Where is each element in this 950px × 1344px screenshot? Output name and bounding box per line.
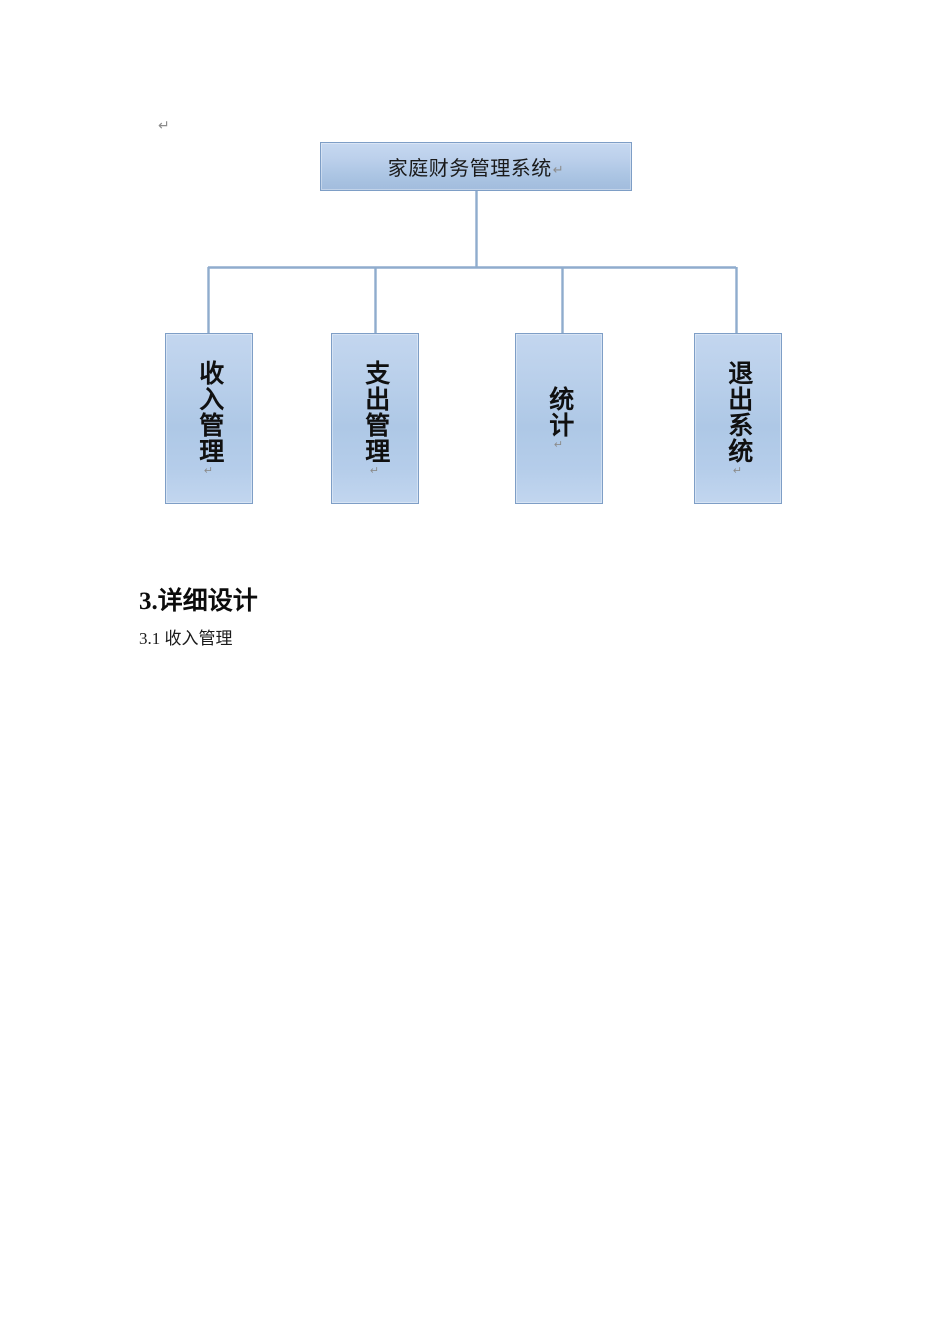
node-income-management[interactable]: 收入管理↵: [165, 333, 253, 504]
paragraph-mark-icon: ↵: [158, 117, 170, 133]
node-root-paragraph-mark: ↵: [552, 162, 565, 178]
node-exit-system[interactable]: 退出系统↵: [694, 333, 782, 504]
node-income-management-text: 收入管理: [195, 359, 223, 464]
node-root-text: 家庭财务管理系统: [387, 158, 552, 180]
node-expense-management-text: 支出管理: [361, 359, 389, 464]
node-exit-system-paragraph-mark: ↵: [732, 464, 744, 477]
section-heading: 3.详细设计: [139, 588, 258, 615]
node-statistics-text: 统计: [545, 385, 573, 438]
node-expense-management-label: 支出管理↵: [361, 359, 389, 477]
node-statistics-label: 统计↵: [545, 385, 573, 451]
node-root-label: 家庭财务管理系统↵: [388, 152, 564, 181]
org-chart-diagram: 家庭财务管理系统↵ 收入管理↵ 支出管理↵ 统计↵ 退出系统↵: [0, 0, 950, 560]
node-exit-system-text: 退出系统: [724, 359, 752, 464]
section-subheading: 3.1 收入管理: [139, 629, 233, 648]
node-expense-management-paragraph-mark: ↵: [369, 464, 381, 477]
node-income-management-paragraph-mark: ↵: [203, 464, 215, 477]
node-income-management-label: 收入管理↵: [195, 359, 223, 477]
node-statistics[interactable]: 统计↵: [515, 333, 603, 504]
node-root[interactable]: 家庭财务管理系统↵: [320, 142, 632, 191]
node-statistics-paragraph-mark: ↵: [553, 438, 565, 451]
connector-lines: [207, 191, 738, 334]
node-expense-management[interactable]: 支出管理↵: [331, 333, 419, 504]
node-exit-system-label: 退出系统↵: [724, 359, 752, 477]
